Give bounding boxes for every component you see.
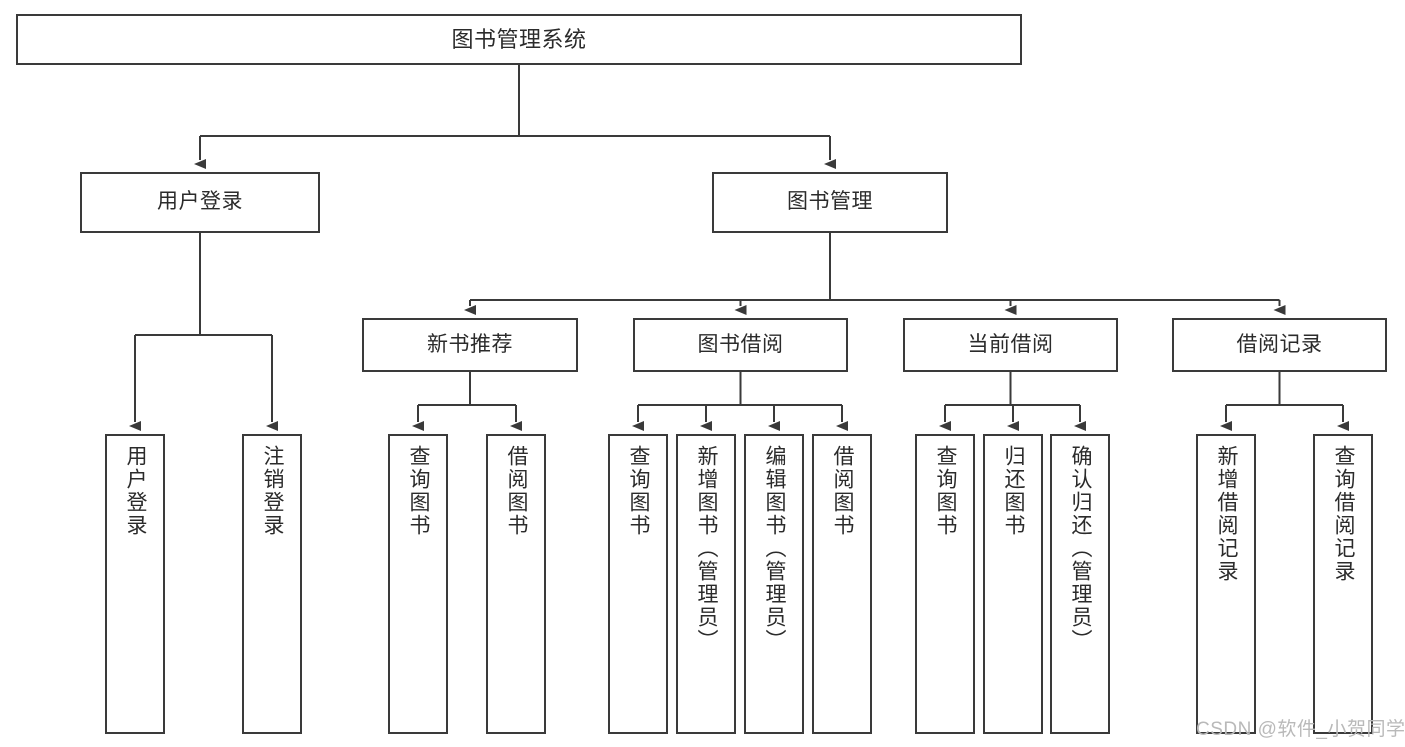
node-label-l2-book: 图书管理 — [787, 190, 873, 214]
node-label-leaf-br-borrow: 借阅图书 — [831, 445, 855, 537]
node-leaf-user-login[interactable]: 用户登录 — [105, 434, 165, 734]
node-label-leaf-br-add: 新增图书（管理员） — [695, 445, 719, 652]
node-leaf-user-logout[interactable]: 注销登录 — [242, 434, 302, 734]
node-leaf-cur-query[interactable]: 查询图书 — [915, 434, 975, 734]
node-label-leaf-new-query: 查询图书 — [407, 445, 431, 537]
node-l3-new[interactable]: 新书推荐 — [362, 318, 578, 372]
node-label-leaf-cur-query: 查询图书 — [934, 445, 958, 537]
node-label-l2-user: 用户登录 — [157, 190, 243, 214]
node-leaf-rec-add[interactable]: 新增借阅记录 — [1196, 434, 1256, 734]
node-leaf-rec-query[interactable]: 查询借阅记录 — [1313, 434, 1373, 734]
node-label-leaf-br-query: 查询图书 — [627, 445, 651, 537]
node-leaf-br-add[interactable]: 新增图书（管理员） — [676, 434, 736, 734]
node-label-leaf-cur-return: 归还图书 — [1002, 445, 1026, 537]
connector-lines — [129, 65, 1349, 431]
node-label-leaf-new-borrow: 借阅图书 — [505, 445, 529, 537]
node-l2-user[interactable]: 用户登录 — [80, 172, 320, 233]
node-label-l3-borrow: 图书借阅 — [697, 332, 784, 356]
node-leaf-br-borrow[interactable]: 借阅图书 — [812, 434, 872, 734]
node-label-l3-new: 新书推荐 — [427, 332, 513, 356]
node-label-l3-record: 借阅记录 — [1236, 332, 1323, 356]
node-label-l3-current: 当前借阅 — [967, 332, 1054, 356]
node-leaf-cur-return[interactable]: 归还图书 — [983, 434, 1043, 734]
node-l3-current[interactable]: 当前借阅 — [903, 318, 1118, 372]
node-label-leaf-rec-add: 新增借阅记录 — [1215, 445, 1239, 583]
node-label-leaf-br-edit: 编辑图书（管理员） — [763, 445, 787, 652]
node-leaf-br-query[interactable]: 查询图书 — [608, 434, 668, 734]
node-label-leaf-user-logout: 注销登录 — [261, 445, 285, 537]
node-root[interactable]: 图书管理系统 — [16, 14, 1022, 65]
node-l3-borrow[interactable]: 图书借阅 — [633, 318, 848, 372]
node-label-root: 图书管理系统 — [451, 26, 587, 52]
node-leaf-new-query[interactable]: 查询图书 — [388, 434, 448, 734]
node-leaf-new-borrow[interactable]: 借阅图书 — [486, 434, 546, 734]
node-leaf-cur-confirm[interactable]: 确认归还（管理员） — [1050, 434, 1110, 734]
node-label-leaf-cur-confirm: 确认归还（管理员） — [1069, 445, 1093, 652]
node-label-leaf-rec-query: 查询借阅记录 — [1332, 445, 1356, 583]
node-leaf-br-edit[interactable]: 编辑图书（管理员） — [744, 434, 804, 734]
node-l3-record[interactable]: 借阅记录 — [1172, 318, 1387, 372]
node-label-leaf-user-login: 用户登录 — [124, 445, 148, 537]
node-l2-book[interactable]: 图书管理 — [712, 172, 948, 233]
